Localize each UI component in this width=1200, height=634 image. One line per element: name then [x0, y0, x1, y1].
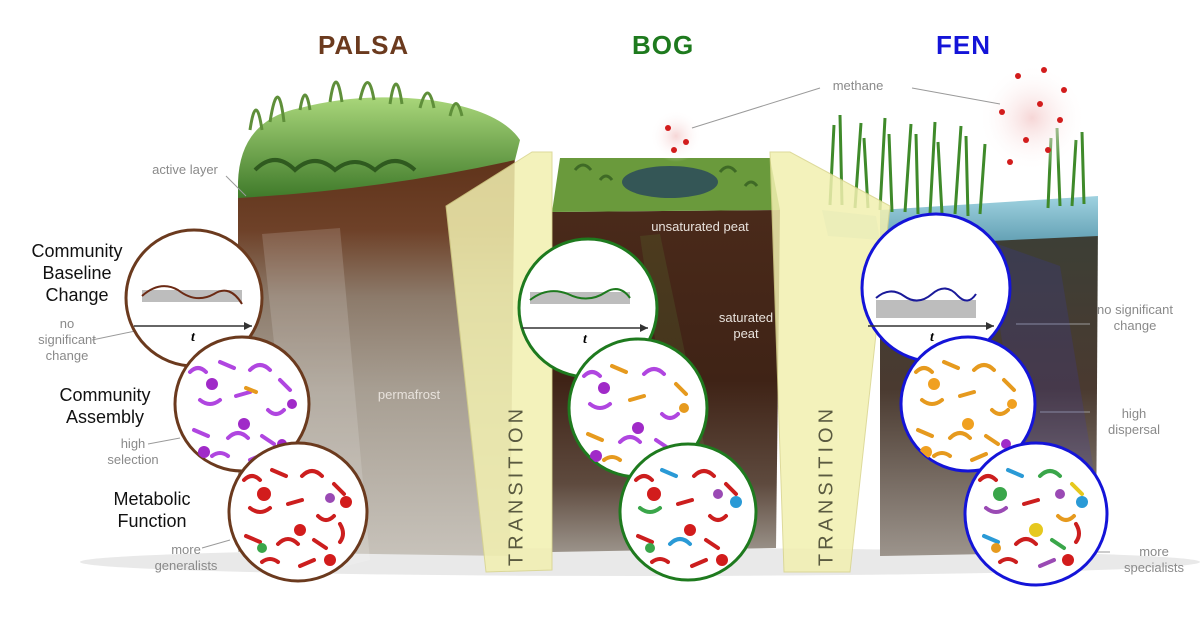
unsaturated-peat-label: unsaturated peat	[651, 219, 749, 234]
palsa-metabolic-circle	[227, 441, 369, 583]
fen-assembly-circle	[899, 335, 1037, 473]
palsa-assembly-note: high selection	[107, 436, 159, 467]
bog-title: BOG	[632, 30, 695, 60]
methane-cloud-right	[978, 64, 1086, 172]
permafrost-label: permafrost	[377, 387, 441, 402]
palsa-axis-t: t	[191, 330, 195, 345]
fen-sedge-grass	[828, 114, 1086, 217]
palsa-assembly-circle	[173, 335, 311, 473]
callout-lines	[91, 87, 1110, 553]
bog-axis-t: t	[583, 332, 587, 347]
methane-note: methane	[832, 78, 884, 93]
transition-label-2: TRANSITION	[815, 404, 838, 567]
fen-metabolic-note: more specialists	[1124, 544, 1184, 575]
bog-metabolic-circle	[618, 442, 758, 582]
palsa-title: PALSA	[318, 30, 410, 60]
transition-panel-2	[769, 151, 891, 573]
saturated-peat-label: saturated peat	[718, 310, 774, 341]
palsa-metabolic-note: more generalists	[154, 542, 218, 573]
palsa-baseline-note: no significant change	[38, 316, 96, 363]
fen-baseline-note: no significant change	[1097, 302, 1173, 333]
methane-cloud-left	[650, 110, 702, 162]
community-assembly-label: Community Assembly	[59, 385, 151, 427]
fen-title: FEN	[936, 30, 991, 60]
active-layer-note: active layer	[152, 162, 218, 177]
fen-axis-t: t	[930, 330, 934, 345]
metabolic-function-label: Metabolic Function	[113, 489, 191, 531]
transition-label-1: TRANSITION	[505, 404, 528, 567]
palsa-baseline-circle	[124, 228, 264, 368]
fen-assembly-note: high dispersal	[1107, 406, 1161, 437]
fen-metabolic-circle	[963, 441, 1109, 587]
baseline-change-label: Community Baseline Change	[31, 241, 123, 305]
